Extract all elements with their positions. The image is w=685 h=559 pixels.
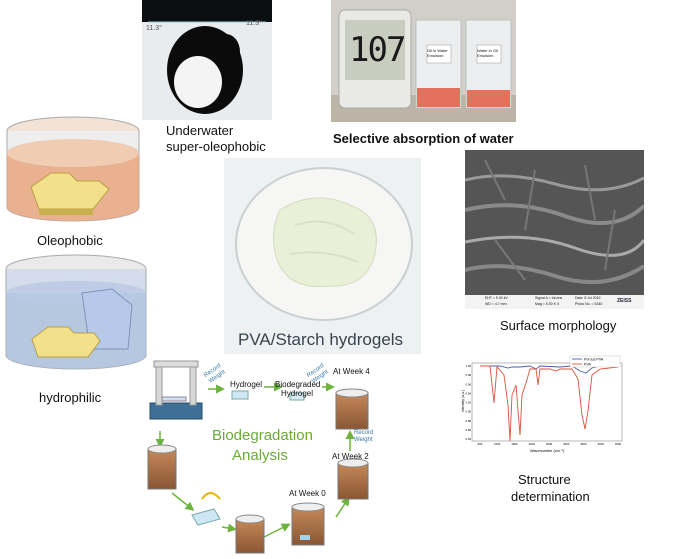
- ftir-xtick: 2500: [546, 442, 553, 446]
- ftir-xtick: 2000: [529, 442, 536, 446]
- week2-label: At Week 2: [332, 452, 369, 461]
- biodegradation-diagram: [147, 360, 369, 554]
- droplet-graphic: [142, 0, 272, 114]
- sem-brand: ZEISS: [617, 298, 632, 304]
- arrow-week0-to-week2: [335, 496, 350, 518]
- ftir-ytick: 0.88: [466, 419, 472, 423]
- beaker-week4: [335, 388, 369, 430]
- biodeg-title-1: Biodegradation: [212, 427, 313, 444]
- ftir-xtick: 500: [478, 442, 483, 446]
- ftir-ytick: 0.98: [466, 373, 472, 377]
- ftir-ytick: 1.00: [466, 364, 472, 368]
- oleophobic-label: Oleophobic: [37, 233, 103, 248]
- clock-beakers-graphic: [331, 9, 516, 122]
- sem-info-signal: Signal A = InLens: [535, 296, 563, 300]
- structure-label-1: Structure: [518, 472, 571, 487]
- selective-absorption-photo: 107 Oil in Water Emulsion Water in Oil E…: [331, 0, 516, 122]
- contact-angle-photo: 11.3° 11.3°: [142, 0, 272, 120]
- ftir-xlabel: Wavenumber (cm⁻¹): [530, 449, 565, 453]
- sem-info-photo: Photo No. = 5340: [575, 302, 603, 306]
- oleophobic-container: [6, 116, 140, 222]
- ftir-xtick: 4500: [615, 442, 622, 446]
- sem-info-bar: EHT = 5.00 kV WD = 4.7 mm Signal A = InL…: [465, 295, 644, 309]
- ftir-ytick: 0.96: [466, 382, 472, 386]
- beaker-week2: [337, 458, 369, 500]
- ftir-xtick: 3000: [563, 442, 570, 446]
- ftir-ylabel: Intensity (a.u.): [461, 390, 465, 412]
- underwater-label-2: super-oleophobic: [166, 139, 266, 154]
- arrow-sample-to-soil: [221, 523, 237, 533]
- selective-absorption-label: Selective absorption of water: [333, 131, 514, 146]
- hydrogel-sample-tray: [191, 492, 221, 526]
- sem-info-mag: Mag = 5.00 K X: [535, 302, 560, 306]
- hydrogel-pieces: [231, 390, 305, 401]
- beaker-week0: [291, 502, 325, 546]
- ftir-legend: [569, 355, 621, 368]
- ftir-xtick: 1000: [494, 442, 501, 446]
- balance-icon: [149, 360, 203, 420]
- hydrophilic-label: hydrophilic: [39, 390, 102, 405]
- sem-image: EHT = 5.00 kV WD = 4.7 mm Signal A = InL…: [465, 150, 644, 309]
- underwater-label-1: Underwater: [166, 123, 234, 138]
- ftir-ytick: 0.94: [466, 391, 472, 395]
- hydrophilic-container: [5, 254, 147, 370]
- hydrogel-label: Hydrogel: [230, 380, 263, 389]
- ftir-series-pva: [480, 365, 619, 442]
- ftir-ytick: 0.84: [466, 437, 472, 441]
- record-weight-c-2: Weight: [354, 437, 373, 443]
- week0-label: At Week 0: [289, 489, 326, 498]
- ftir-legend-0: Porous PVA: [584, 358, 604, 362]
- arrow-beaker-to-sample: [171, 492, 195, 511]
- contact-angle-right: 11.3°: [246, 20, 262, 27]
- ftir-xtick: 4000: [598, 442, 605, 446]
- contact-angle-left: 11.3°: [146, 25, 162, 32]
- sem-texture: [465, 150, 644, 295]
- ftir-xtick: 1500: [511, 442, 518, 446]
- right-beaker-label: Water in Oil Emulsion: [477, 48, 498, 58]
- sem-info-eht: EHT = 5.00 kV: [485, 296, 508, 300]
- record-weight-c-1: Record: [354, 430, 374, 436]
- biodegraded-label-2: Hydrogel: [281, 389, 314, 398]
- clock-display: 107: [349, 30, 406, 70]
- ftir-ytick: 0.86: [466, 428, 472, 432]
- ftir-chart: Porous PVA PVA Intensity (a.u.) Wavenumb…: [461, 355, 623, 453]
- biodeg-title-2: Analysis: [232, 447, 288, 464]
- ftir-legend-1: PVA: [584, 363, 592, 367]
- structure-label-2: determination: [511, 489, 590, 504]
- ftir-ytick: 0.92: [466, 401, 472, 405]
- beaker-soil: [235, 514, 265, 554]
- week4-label: At Week 4: [333, 367, 370, 376]
- ftir-xtick: 3500: [580, 442, 587, 446]
- beaker-empty: [147, 444, 177, 490]
- ftir-plot-area: [471, 362, 623, 442]
- petri-dish-graphic: [235, 167, 413, 321]
- pva-starch-photo: PVA/Starch hydrogels: [224, 158, 421, 354]
- left-beaker-label: Oil in Water Emulsion: [427, 48, 448, 58]
- pva-starch-caption: PVA/Starch hydrogels: [238, 330, 404, 349]
- sem-info-wd: WD = 4.7 mm: [485, 302, 507, 306]
- biodegraded-label-1: Biodegraded: [275, 380, 321, 389]
- ftir-ytick: 0.90: [466, 410, 472, 414]
- sem-info-date: Date: 8 Jul 2019: [575, 296, 601, 300]
- arrow-soil-to-week0: [259, 523, 291, 540]
- surface-morphology-label: Surface morphology: [500, 318, 617, 333]
- ftir-series-porous-pva: [480, 365, 618, 374]
